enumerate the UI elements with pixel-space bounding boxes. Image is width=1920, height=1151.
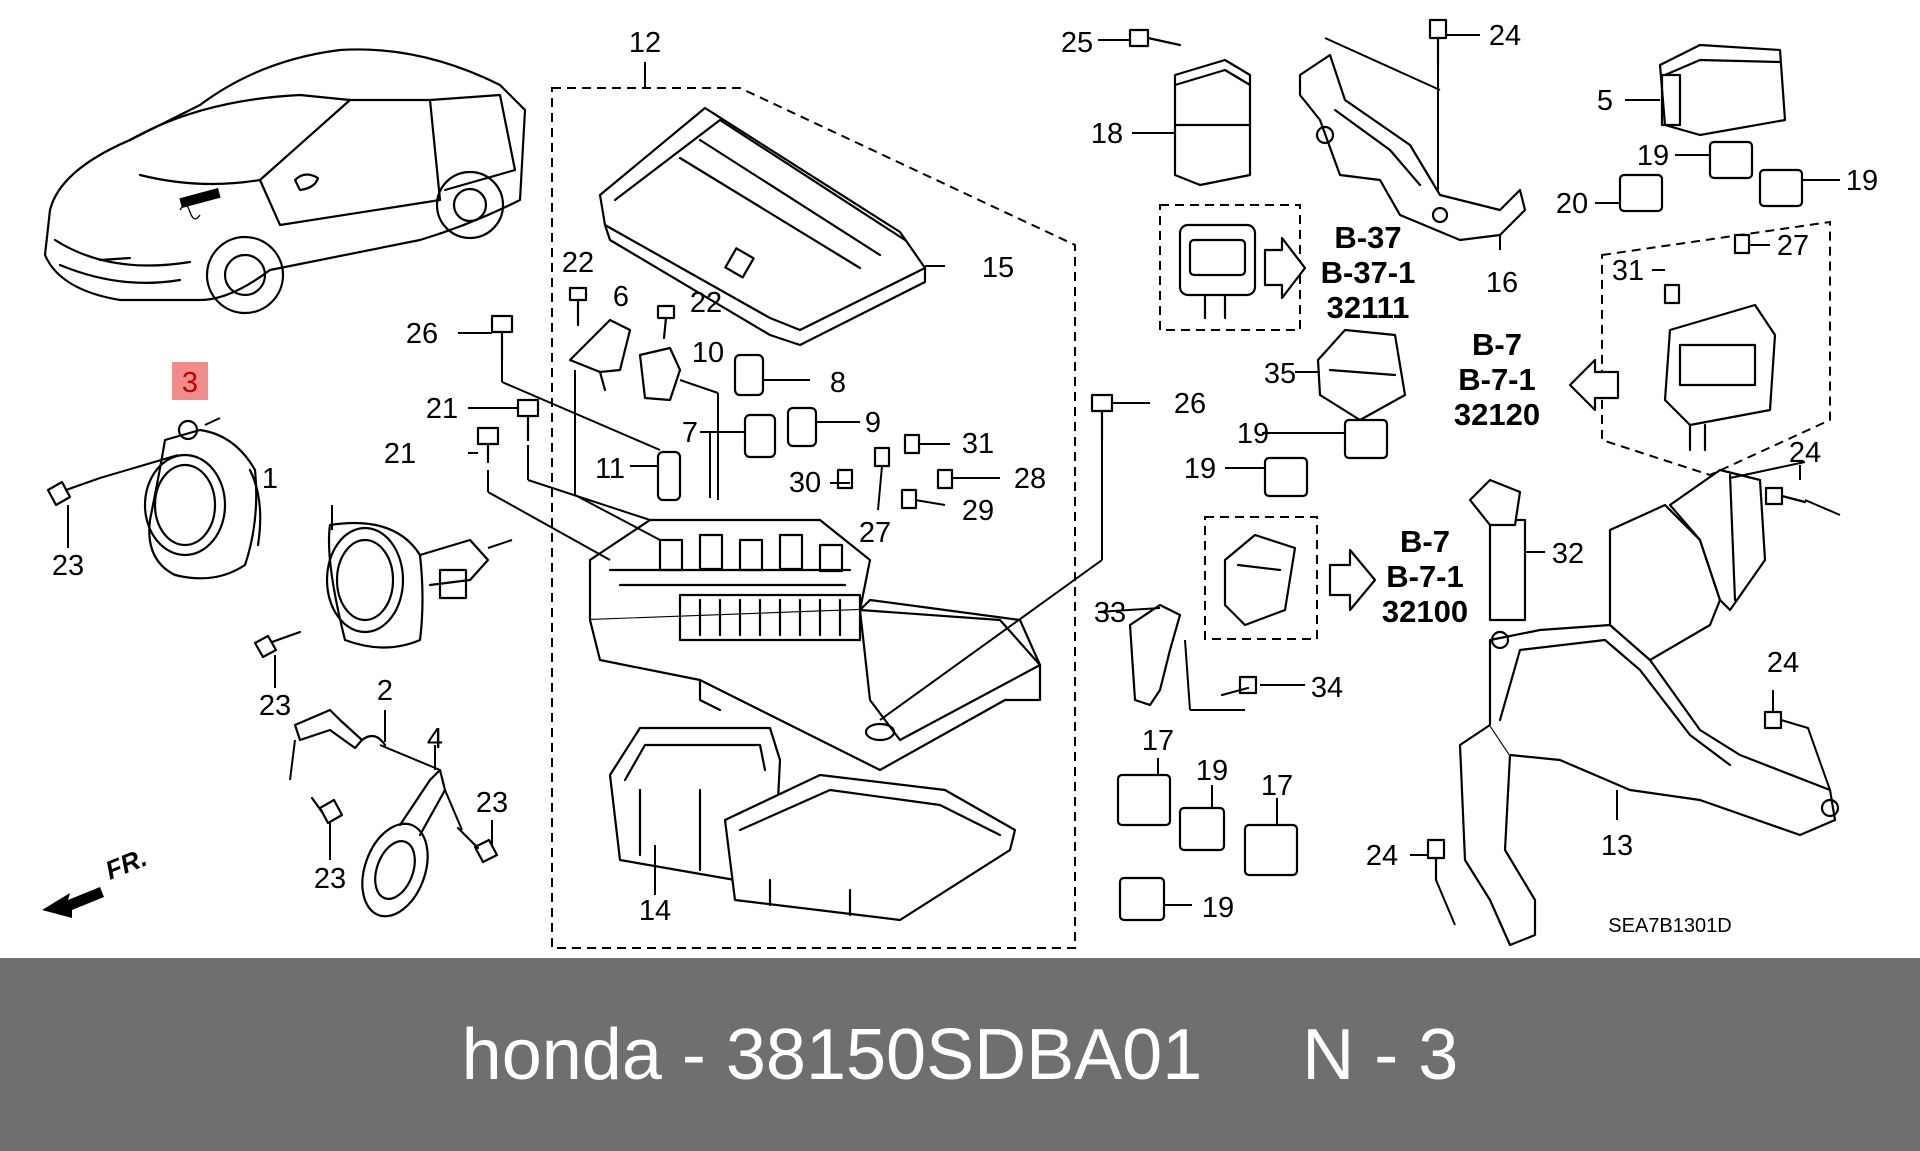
callout-24d: 24 [1366,840,1398,872]
callout-19a: 19 [1637,140,1669,172]
connector-ref-1-code-2: B-37-1 [1321,255,1416,290]
callout-30: 30 [789,467,821,499]
callout-4: 4 [427,723,443,755]
callout-33: 33 [1094,597,1126,629]
callout-23d: 23 [476,787,508,819]
callout-19d: 19 [1184,453,1216,485]
car-illustration [43,48,527,315]
callout-3-highlight: 3 [172,362,208,400]
screw-icon [1220,675,1305,697]
callout-19f: 19 [1202,892,1234,924]
callout-27a: 27 [859,517,891,549]
bolt-icon [1763,690,1831,791]
bolt-icon [310,796,344,860]
callout-26a: 26 [406,318,438,350]
callout-14: 14 [639,895,671,927]
horn-assembly [42,417,513,918]
callout-22a: 22 [562,247,594,279]
callout-17b: 17 [1261,770,1293,802]
callout-20: 20 [1556,188,1588,220]
callout-labels: 1 2 3 4 5 6 7 8 9 10 11 12 13 14 15 16 1… [52,20,1878,927]
bolt-icon [253,630,302,688]
screw-icon [568,286,588,327]
callout-28: 28 [1014,463,1046,495]
connector-ref-1-code-3: 32111 [1327,290,1410,325]
connector-ref-3-code-1: B-7 [1400,524,1450,559]
callout-25: 25 [1061,27,1093,59]
front-marker-label: FR. [101,842,151,886]
connector-ref-2-code-3: 32120 [1454,397,1540,432]
bolt-icon [468,426,611,561]
callout-22b: 22 [690,287,722,319]
relay-bracket-group [1097,18,1841,947]
callout-8: 8 [830,367,846,399]
callout-3: 3 [182,367,198,399]
callout-19c: 19 [1237,418,1269,450]
bolt-icon [458,314,661,451]
connector-ref-1-code-1: B-37 [1334,220,1401,255]
callout-13: 13 [1601,830,1633,862]
connector-ref-2-code-2: B-7-1 [1458,362,1536,397]
bolt-icon [46,454,179,548]
callout-24a: 24 [1489,20,1521,52]
screw-icon [656,304,676,340]
exploded-parts-diagram: 1 2 3 4 5 6 7 8 9 10 11 12 13 14 15 16 1… [42,18,1878,949]
bolt-icon [1729,461,1841,516]
callout-16: 16 [1486,267,1518,299]
callout-17a: 17 [1142,725,1174,757]
callout-27b: 27 [1777,230,1809,262]
callout-29: 29 [962,495,994,527]
connector-ref-3-code-3: 32100 [1382,594,1468,629]
callout-24b: 24 [1789,437,1821,469]
bolt-icon [1428,18,1480,190]
position-value: 3 [1418,1014,1459,1095]
part-number: 38150SDBA01 [725,1014,1203,1095]
callout-23a: 23 [52,550,84,582]
callout-7: 7 [682,417,698,449]
callout-12: 12 [629,27,661,59]
callout-15: 15 [982,252,1014,284]
callout-10: 10 [692,337,724,369]
connector-ref-3-code-2: B-7-1 [1386,559,1464,594]
connector-ref-2-code-1: B-7 [1472,327,1522,362]
brand-name: honda [461,1014,662,1095]
fuse-box-group [458,62,1150,949]
position-label: N [1302,1014,1355,1095]
bolt-icon [444,789,499,864]
bolt-icon [468,398,651,521]
separator: - [1354,1014,1419,1095]
callout-31a: 31 [962,428,994,460]
callout-6: 6 [613,281,629,313]
callout-19e: 19 [1196,755,1228,787]
callout-21a: 21 [426,393,458,425]
callout-23b: 23 [259,690,291,722]
callout-11: 11 [595,453,625,485]
callout-24c: 24 [1767,647,1799,679]
callout-1: 1 [262,463,278,495]
callout-9: 9 [865,407,881,439]
callout-34: 34 [1311,672,1343,704]
callout-18: 18 [1091,118,1123,150]
connector-references: B-37 B-37-1 32111 B-7 B-7-1 32120 B-7 B-… [1321,220,1540,629]
callout-26b: 26 [1174,388,1206,420]
callout-31b: 31 [1612,255,1644,287]
callout-21b: 21 [384,438,416,470]
diagram-id: SEA7B1301D [1608,915,1731,937]
callout-19b: 19 [1846,165,1878,197]
screw-icon [1098,28,1182,48]
front-arrow-icon [42,887,104,918]
part-info-footer: honda - 38150SDBA01 N - 3 [0,958,1920,1151]
separator: - [661,1014,726,1095]
callout-23c: 23 [314,863,346,895]
callout-5: 5 [1597,85,1613,117]
callout-35: 35 [1264,358,1296,390]
bolt-icon [879,393,1150,721]
callout-32: 32 [1552,538,1584,570]
callout-2: 2 [377,675,393,707]
spacer [1202,1014,1302,1096]
bolt-icon [1410,838,1456,926]
